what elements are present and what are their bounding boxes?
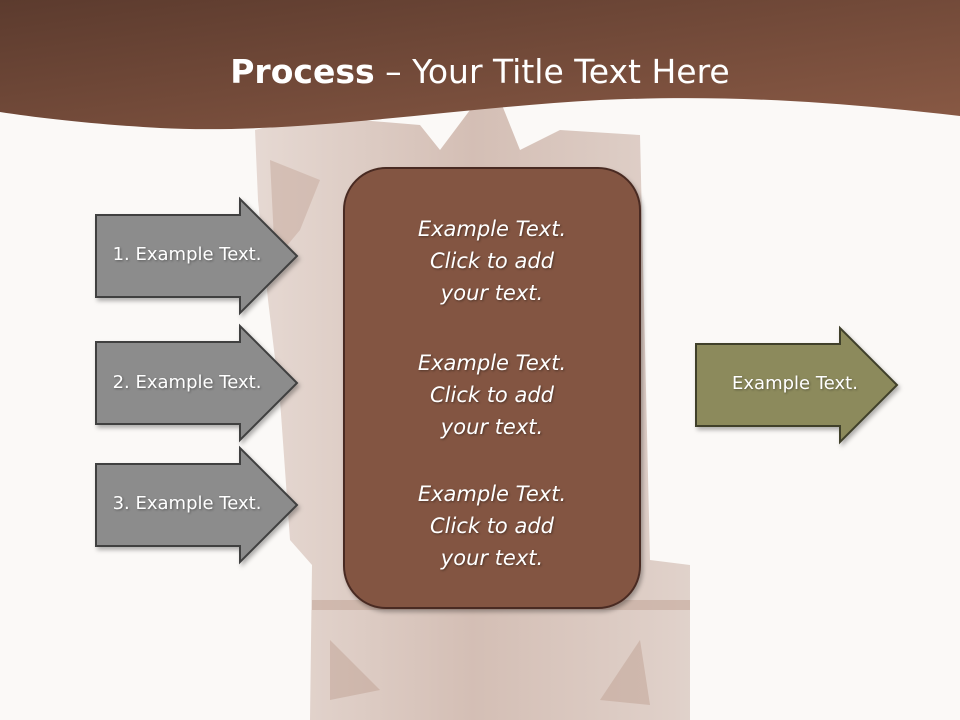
center-text-block-3: Example Text. Click to add your text. xyxy=(344,478,640,574)
step-label-3: 3. Example Text. xyxy=(112,493,262,514)
center-text-line: Click to add xyxy=(429,249,554,273)
step-arrow-3[interactable] xyxy=(95,445,299,565)
center-text-line: your text. xyxy=(440,546,544,570)
center-process-box[interactable] xyxy=(343,167,641,609)
step-arrow-1[interactable] xyxy=(95,196,299,316)
page-title: Process – Your Title Text Here xyxy=(0,52,960,91)
step-arrow-2[interactable] xyxy=(95,323,299,443)
step-label-2: 2. Example Text. xyxy=(112,372,262,393)
center-text-line: your text. xyxy=(440,415,544,439)
title-bold: Process xyxy=(230,52,375,91)
header-banner xyxy=(0,0,960,130)
center-text-line: Click to add xyxy=(429,514,554,538)
center-text-block-1: Example Text. Click to add your text. xyxy=(344,213,640,309)
title-rest: – Your Title Text Here xyxy=(374,52,730,91)
center-text-line: Example Text. xyxy=(417,351,567,375)
center-text-line: Example Text. xyxy=(417,217,567,241)
output-arrow[interactable] xyxy=(695,325,899,445)
center-text-line: your text. xyxy=(440,281,544,305)
center-text-line: Click to add xyxy=(429,383,554,407)
center-text-block-2: Example Text. Click to add your text. xyxy=(344,347,640,443)
output-label: Example Text. xyxy=(732,373,858,394)
center-text-line: Example Text. xyxy=(417,482,567,506)
step-label-1: 1. Example Text. xyxy=(112,244,262,265)
